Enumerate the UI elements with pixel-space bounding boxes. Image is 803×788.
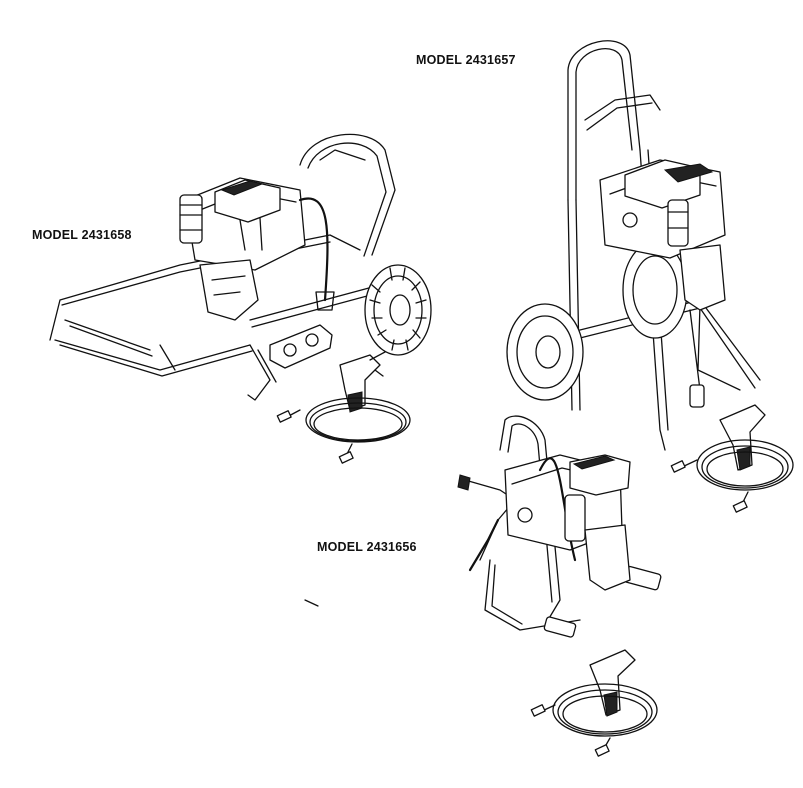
stray-mark	[304, 599, 319, 607]
model-2431658-label: MODEL 2431658	[32, 228, 132, 242]
sprayer-2431656	[457, 415, 662, 757]
sprayer-2431657	[506, 40, 794, 513]
sprayer-2431658	[49, 133, 432, 464]
model-2431657-label: MODEL 2431657	[416, 53, 516, 67]
model-2431656-label: MODEL 2431656	[317, 540, 417, 554]
